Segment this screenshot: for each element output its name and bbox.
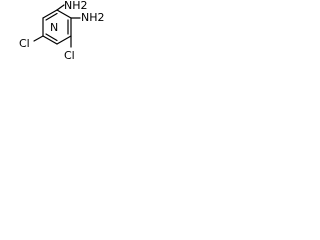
chloro-bottom-label: Cl (64, 49, 75, 62)
double-bond-n-c2 (45, 12, 58, 21)
bond-c2-c3 (56, 9, 72, 19)
amino-right-label: NH2 (81, 11, 105, 24)
ring-n-bg (48, 21, 60, 33)
bond-c6-cl (33, 35, 44, 42)
structure-canvas: N NH2 NH2 Cl Cl (0, 0, 114, 82)
ring-nitrogen-label: N (50, 21, 58, 34)
bond-c5-c6 (42, 35, 58, 45)
bond-c2-nh2 (56, 4, 65, 11)
bond-n-c2 (42, 9, 58, 19)
chemical-structure-diagram: N NH2 NH2 Cl Cl (19, 0, 105, 62)
bond-c4-c5 (56, 35, 72, 45)
double-bond-c5-c6 (45, 33, 58, 42)
chloro-left-label: Cl (19, 37, 30, 50)
amino-top-label: NH2 (64, 0, 88, 12)
